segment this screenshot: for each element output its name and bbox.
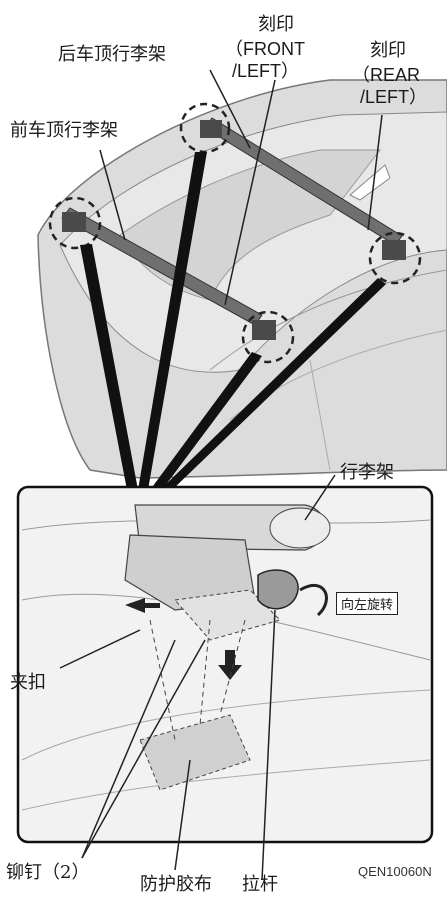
label-mark-rear-open: （REAR [352, 65, 421, 85]
label-rivet: 铆钉（2） [6, 862, 90, 883]
label-rear-rack: 后车顶行李架 [58, 44, 166, 65]
callout-wedges [80, 152, 386, 490]
label-mark-rear-title: 刻印 [370, 40, 406, 61]
figure-code: QEN10060N [358, 864, 432, 879]
top-leader-lines [99, 69, 383, 306]
bottom-leader-lines [59, 474, 336, 881]
label-luggage-rack: 行李架 [340, 462, 394, 483]
foot-circle-front-right [241, 310, 295, 364]
label-mark-front-open: （FRONT [225, 39, 305, 59]
car-roof-illustration [37, 79, 447, 479]
label-lever: 拉杆 [242, 874, 278, 895]
label-mark-front-title: 刻印 [258, 14, 294, 35]
label-mark-rear-close: /LEFT） [360, 87, 428, 107]
label-rotate-left: 向左旋转 [336, 592, 399, 615]
label-front-rack: 前车顶行李架 [10, 120, 118, 141]
foot-circle-front-left [48, 196, 102, 250]
label-mark-front-close: /LEFT） [232, 61, 300, 81]
foot-circle-rear-right [368, 231, 422, 285]
detail-inset [16, 485, 434, 844]
label-protective-tape: 防护胶布 [140, 874, 212, 895]
label-clamp: 夹扣 [10, 672, 46, 693]
